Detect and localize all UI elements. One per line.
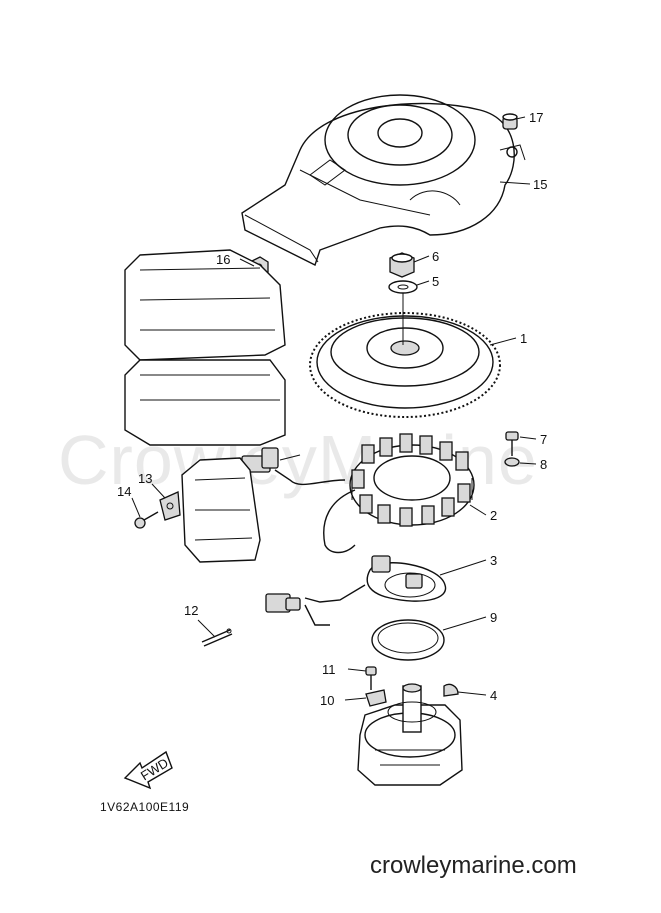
fwd-arrow: FWD xyxy=(123,750,173,790)
screw-part-11 xyxy=(365,666,377,690)
grommet-part-17 xyxy=(502,113,518,130)
callout-17: 17 xyxy=(529,110,543,125)
flywheel-nut-part-6 xyxy=(389,252,415,278)
callout-10: 10 xyxy=(320,693,334,708)
crankcase-housing xyxy=(357,683,463,786)
callout-15: 15 xyxy=(533,177,547,192)
screw-part-14 xyxy=(134,511,159,529)
stator-part-2 xyxy=(241,433,475,554)
callout-5: 5 xyxy=(432,274,439,289)
callout-1: 1 xyxy=(520,331,527,346)
cdi-unit xyxy=(124,249,286,446)
callout-4: 4 xyxy=(490,688,497,703)
callout-6: 6 xyxy=(432,249,439,264)
callout-8: 8 xyxy=(540,457,547,472)
site-footer: crowleymarine.com xyxy=(370,852,577,879)
washer-part-5 xyxy=(388,280,418,294)
callout-7: 7 xyxy=(540,432,547,447)
callout-14: 14 xyxy=(117,484,131,499)
flywheel-cover xyxy=(241,94,526,266)
callout-12: 12 xyxy=(184,603,198,618)
o-ring-part-9 xyxy=(371,619,445,661)
washer-part-8 xyxy=(504,457,520,467)
bolt-part-7 xyxy=(505,431,519,456)
key-part-4 xyxy=(443,683,459,697)
callout-numbers: 17 15 16 6 5 1 7 8 2 3 9 4 11 10 12 13 1… xyxy=(117,110,547,708)
fwd-label: FWD xyxy=(138,755,171,783)
bracket-assembly xyxy=(159,457,261,563)
leader-lines xyxy=(131,116,537,701)
callout-11: 11 xyxy=(322,662,336,677)
callout-16: 16 xyxy=(216,252,230,267)
callout-9: 9 xyxy=(490,610,497,625)
clamp-part-12 xyxy=(201,628,233,647)
callout-3: 3 xyxy=(490,553,497,568)
callout-2: 2 xyxy=(490,508,497,523)
callout-13: 13 xyxy=(138,471,152,486)
pulser-coil-part-3 xyxy=(265,555,447,626)
plate-part-10 xyxy=(365,689,387,707)
drawing-code: 1V62A100E119 xyxy=(100,800,190,814)
flywheel-part-1 xyxy=(309,293,501,418)
